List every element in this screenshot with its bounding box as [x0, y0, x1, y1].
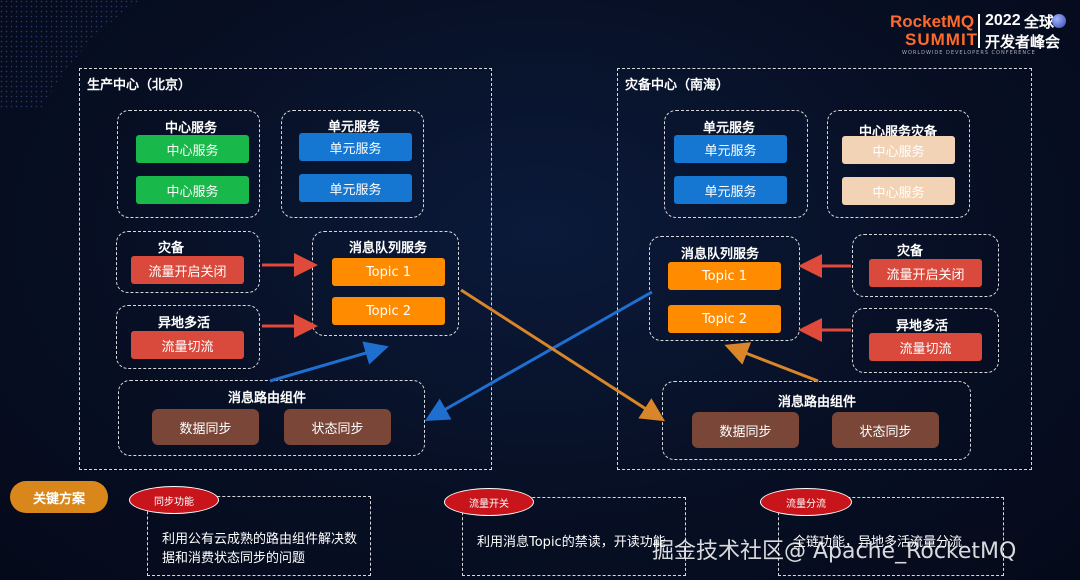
logo-summit: SUMMIT: [905, 30, 979, 49]
right-unit-service-group: [664, 110, 808, 218]
right-mq-service-group: [649, 236, 800, 341]
right-data-sync[interactable]: 数据同步: [692, 412, 799, 448]
left-multiactive-switch[interactable]: 流量切流: [131, 331, 244, 359]
logo-title-line2: 开发者峰会: [985, 34, 1061, 51]
right-center-backup-1[interactable]: 中心服务: [842, 136, 955, 164]
left-datacenter: [79, 68, 492, 470]
right-mq-service-title: 消息队列服务: [681, 247, 760, 262]
planet-icon: [1052, 14, 1066, 28]
logo-title-line1: 全球: [1024, 14, 1055, 31]
right-disaster-title: 灾备: [897, 244, 924, 259]
left-mq-service-title: 消息队列服务: [349, 241, 428, 256]
left-disaster-group: [116, 231, 260, 293]
right-state-sync[interactable]: 状态同步: [832, 412, 939, 448]
left-topic-2[interactable]: Topic 2: [332, 297, 445, 325]
left-router-title: 消息路由组件: [228, 391, 307, 406]
right-disaster-group: [852, 234, 999, 297]
left-center-service-1[interactable]: 中心服务: [136, 135, 249, 163]
logo-year: 2022: [985, 12, 1021, 29]
left-unit-service-group: [281, 110, 424, 218]
right-multiactive-switch[interactable]: 流量切流: [869, 333, 982, 361]
left-center-service-title: 中心服务: [165, 121, 218, 136]
solution-card-1: [147, 496, 371, 576]
solution-text-1: 利用公有云成熟的路由组件解决数据和消费状态同步的问题: [162, 532, 358, 566]
left-topic-1[interactable]: Topic 1: [332, 258, 445, 286]
left-unit-service-title: 单元服务: [328, 120, 381, 135]
solution-tag-2: 流量开关: [444, 488, 534, 516]
left-state-sync[interactable]: 状态同步: [284, 409, 391, 445]
left-unit-service-1[interactable]: 单元服务: [299, 133, 412, 161]
left-center-service-group: [117, 110, 260, 218]
left-multiactive-group: [116, 305, 260, 369]
left-disaster-toggle[interactable]: 流量开启关闭: [131, 256, 244, 284]
right-router-title: 消息路由组件: [778, 395, 857, 410]
logo-subtitle: WORLDWIDE DEVELOPERS CONFERENCE: [902, 50, 1036, 56]
right-unit-service-title: 单元服务: [703, 121, 756, 136]
logo-divider: [978, 14, 980, 48]
left-datacenter-title: 生产中心（北京）: [87, 78, 192, 93]
dotted-globe-decoration: [0, 0, 140, 110]
solution-card-2: [462, 497, 686, 576]
right-datacenter: [617, 68, 1032, 470]
right-multiactive-group: [852, 308, 999, 373]
right-multiactive-title: 异地多活: [896, 319, 949, 334]
right-topic-1[interactable]: Topic 1: [668, 262, 781, 290]
watermark: 掘金技术社区@ Apache_RocketMQ: [652, 539, 1017, 564]
logo-rocketmq: RocketMQ: [890, 12, 975, 31]
right-unit-service-1[interactable]: 单元服务: [674, 135, 787, 163]
right-topic-2[interactable]: Topic 2: [668, 305, 781, 333]
right-unit-service-2[interactable]: 单元服务: [674, 176, 787, 204]
left-unit-service-2[interactable]: 单元服务: [299, 174, 412, 202]
left-data-sync[interactable]: 数据同步: [152, 409, 259, 445]
left-center-service-2[interactable]: 中心服务: [136, 176, 249, 204]
key-solutions-label: 关键方案: [10, 481, 108, 513]
right-center-backup-2[interactable]: 中心服务: [842, 177, 955, 205]
solution-tag-3: 流量分流: [760, 488, 852, 516]
solution-tag-1: 同步功能: [129, 486, 219, 514]
left-mq-service-group: [312, 231, 459, 336]
solution-text-3: 全链功能，异地多活流量分流: [793, 535, 963, 550]
right-datacenter-title: 灾备中心（南海）: [625, 78, 730, 93]
left-multiactive-title: 异地多活: [158, 316, 211, 331]
left-disaster-title: 灾备: [158, 241, 185, 256]
right-center-backup-group: [827, 110, 970, 218]
right-disaster-toggle[interactable]: 流量开启关闭: [869, 259, 982, 287]
solution-card-3: [778, 497, 1004, 576]
solution-text-2: 利用消息Topic的禁读，开读功能: [477, 535, 666, 550]
